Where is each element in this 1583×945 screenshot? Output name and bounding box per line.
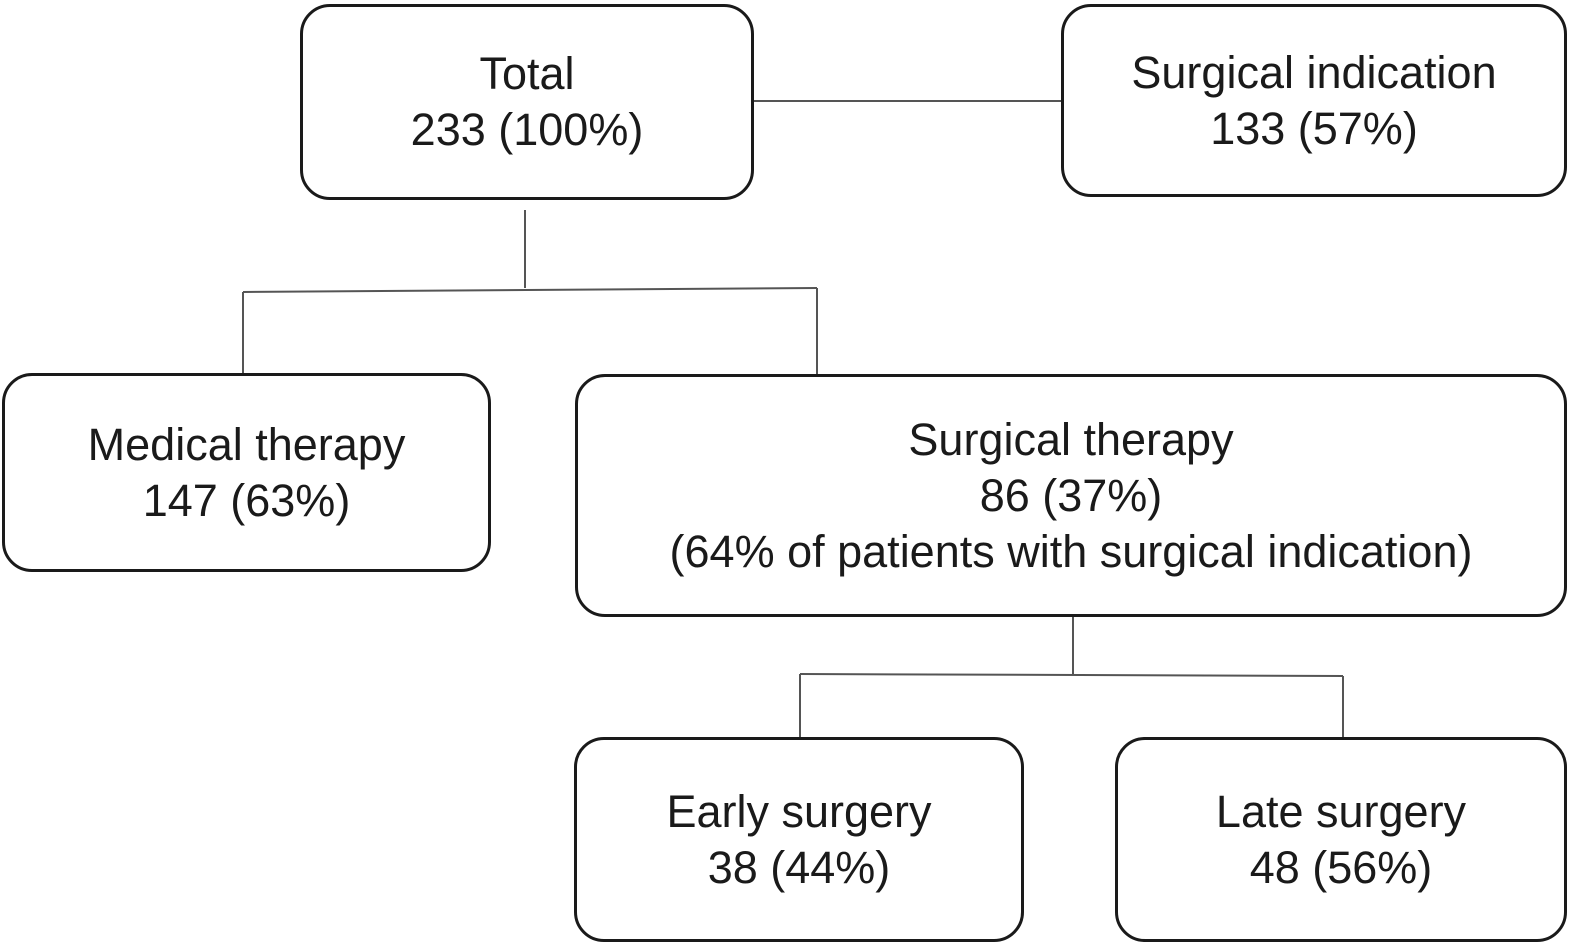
node-early-surgery-value: 38 (44%) — [707, 841, 891, 893]
node-medical-therapy-value: 147 (63%) — [142, 474, 351, 526]
node-late-surgery-value: 48 (56%) — [1249, 841, 1433, 893]
edge-total-branch — [242, 287, 818, 293]
node-total-value: 233 (100%) — [410, 104, 644, 155]
node-surgical-therapy-value: 86 (37%) — [979, 469, 1163, 521]
node-late-surgery: Late surgery 48 (56%) — [1115, 737, 1567, 942]
node-total-title: Total — [479, 48, 575, 99]
edge-surgical-branch — [799, 673, 1344, 677]
node-surgical-therapy-note: (64% of patients with surgical indicatio… — [669, 525, 1473, 577]
node-surgical-therapy: Surgical therapy 86 (37%) (64% of patien… — [575, 374, 1567, 617]
node-early-surgery-title: Early surgery — [666, 785, 932, 837]
node-medical-therapy: Medical therapy 147 (63%) — [2, 373, 491, 572]
node-surgical-therapy-title: Surgical therapy — [908, 413, 1234, 465]
node-total: Total 233 (100%) — [300, 4, 754, 200]
node-early-surgery: Early surgery 38 (44%) — [574, 737, 1024, 942]
node-late-surgery-title: Late surgery — [1215, 785, 1467, 837]
node-surgical-indication: Surgical indication 133 (57%) — [1061, 4, 1567, 197]
node-medical-therapy-title: Medical therapy — [87, 418, 406, 470]
node-surgical-indication-value: 133 (57%) — [1210, 102, 1418, 154]
node-surgical-indication-title: Surgical indication — [1131, 46, 1497, 98]
